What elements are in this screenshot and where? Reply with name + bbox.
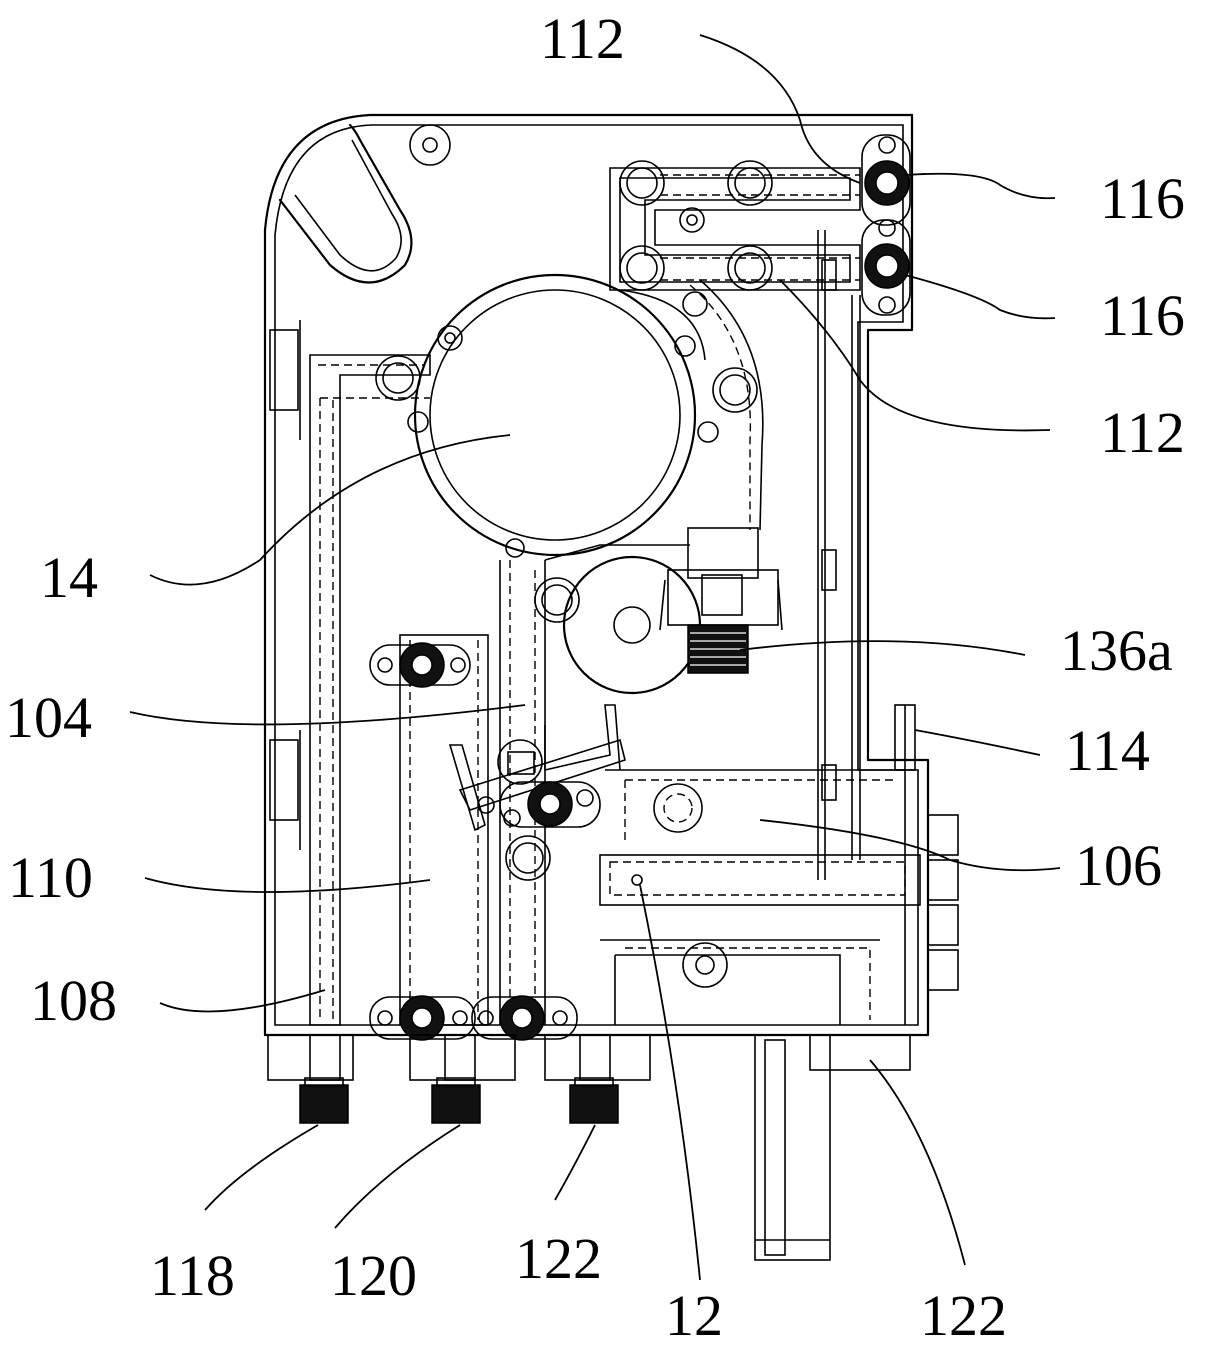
leader-lines <box>129 34 1061 1281</box>
valve-104 <box>448 704 626 881</box>
label-108: 108 <box>30 968 117 1033</box>
callout-labels: 112 116 116 112 14 136a 104 114 110 106 … <box>5 6 1185 1348</box>
label-136a: 136a <box>1060 618 1173 683</box>
curved-slot <box>278 123 451 284</box>
label-110: 110 <box>8 845 93 910</box>
label-122-side: 122 <box>920 1283 1007 1348</box>
label-104: 104 <box>5 685 92 750</box>
label-12: 12 <box>665 1283 723 1348</box>
large-chamber-14 <box>413 273 764 558</box>
channel-108 <box>269 320 431 1026</box>
label-112-top: 112 <box>540 6 625 71</box>
connector-118 <box>267 1034 354 1124</box>
channels-112 <box>619 160 860 291</box>
label-116-lower: 116 <box>1100 283 1185 348</box>
chamber-106 <box>599 704 959 1025</box>
label-106: 106 <box>1075 833 1162 898</box>
label-122-bottom: 122 <box>515 1226 602 1291</box>
label-114: 114 <box>1065 718 1150 783</box>
fitting-bottom-left <box>369 995 476 1041</box>
connector-122-side <box>754 1034 911 1261</box>
channel-110 <box>399 634 489 1026</box>
label-14: 14 <box>40 545 98 610</box>
fitting-116-upper <box>861 134 911 226</box>
fitting-mid-left <box>369 642 471 688</box>
housing-outline <box>263 113 930 1037</box>
connector-120 <box>409 1034 516 1124</box>
fitting-116-lower <box>861 219 911 316</box>
label-120: 120 <box>330 1243 417 1308</box>
right-guides <box>817 230 861 880</box>
label-112-right: 112 <box>1100 400 1185 465</box>
fitting-bottom-center <box>471 995 578 1041</box>
label-116-upper: 116 <box>1100 166 1185 231</box>
connector-122-bottom <box>544 1034 651 1124</box>
pump-assembly-136a <box>534 527 783 695</box>
label-118: 118 <box>150 1243 235 1308</box>
